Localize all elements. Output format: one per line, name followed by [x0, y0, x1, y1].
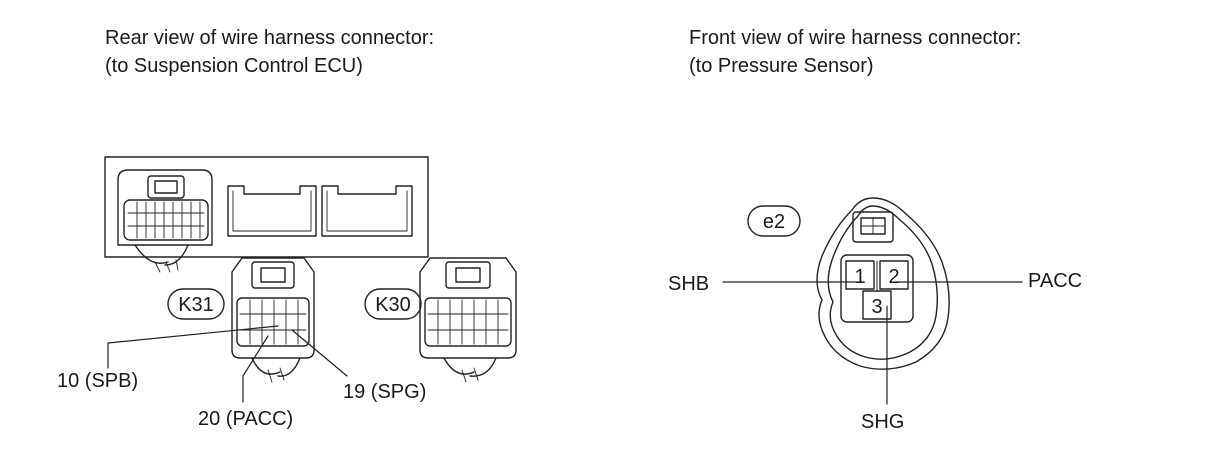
sensor-pin-2: 2 [888, 266, 899, 288]
sensor-pin-3: 3 [871, 296, 882, 318]
left-view-heading: Rear view of wire harness connector: (to… [105, 24, 434, 80]
shb-label: SHB [668, 273, 709, 295]
sensor-leaders [722, 281, 1023, 405]
k30-connector [419, 257, 517, 383]
pin-19-label: 19 (SPG) [343, 381, 426, 403]
ecu-housing [104, 156, 429, 273]
shg-label: SHG [861, 411, 904, 433]
sensor-connector [816, 197, 950, 370]
right-heading-line2: (to Pressure Sensor) [689, 55, 874, 77]
k31-connector [231, 257, 315, 383]
right-heading-line1: Front view of wire harness connector: [689, 27, 1022, 49]
e2-label: e2 [763, 211, 785, 233]
pin-leaders [107, 325, 348, 403]
right-view-heading: Front view of wire harness connector: (t… [689, 24, 1021, 80]
left-heading-line2: (to Suspension Control ECU) [105, 55, 363, 77]
k31-label: K31 [178, 294, 214, 316]
k30-badge [364, 288, 422, 320]
left-heading-line1: Rear view of wire harness connector: [105, 27, 435, 49]
pin-20-label: 20 (PACC) [198, 408, 293, 430]
sensor-pin-1: 1 [854, 266, 865, 288]
e2-badge [747, 205, 801, 237]
k31-badge [167, 288, 225, 320]
pacc-label: PACC [1028, 270, 1082, 292]
pin-10-label: 10 (SPB) [57, 370, 138, 392]
k30-label: K30 [375, 294, 411, 316]
